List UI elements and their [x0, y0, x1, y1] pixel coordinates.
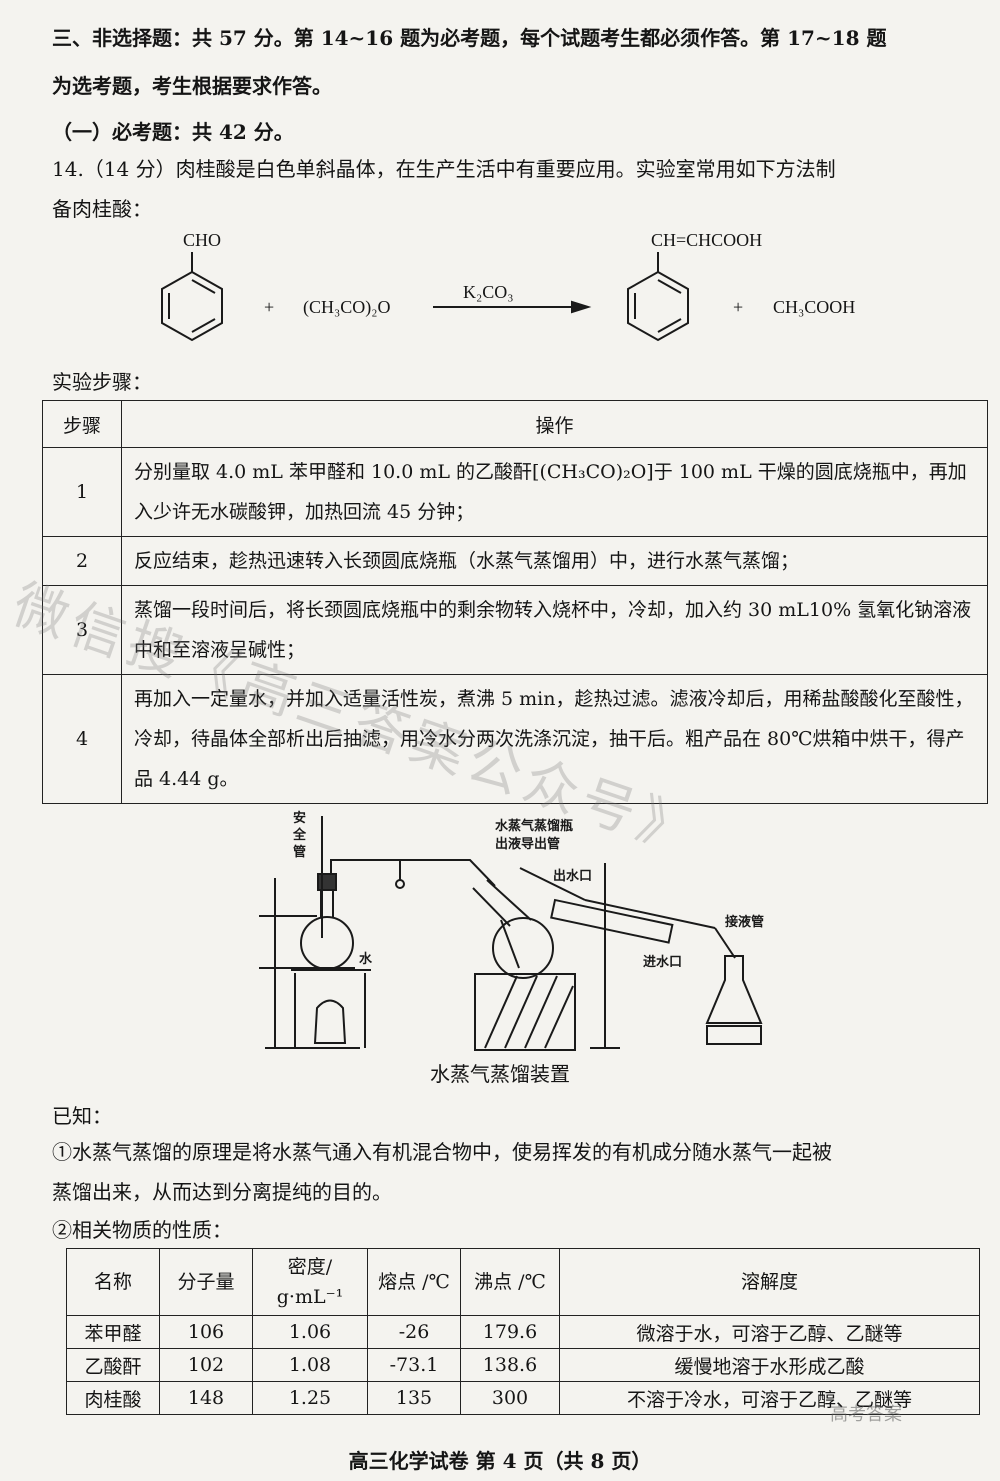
- plus-sign-1: +: [264, 297, 275, 317]
- cell: 不溶于冷水，可溶于乙醇、乙醚等: [559, 1381, 980, 1415]
- step-number: 3: [42, 585, 122, 675]
- cell: 300: [460, 1381, 560, 1415]
- table-header-row: 步骤 操作: [42, 400, 988, 448]
- catalyst-label: K₂CO₃: [463, 282, 514, 302]
- question-line2: 备肉桂酸：: [52, 197, 152, 221]
- step-operation: 反应结束，趁热迅速转入长颈圆底烧瓶（水蒸气蒸馏用）中，进行水蒸气蒸馏；: [121, 536, 988, 586]
- cell: 102: [159, 1348, 253, 1382]
- aldehyde-group-label: CHO: [183, 230, 222, 250]
- steps-label: 实验步骤：: [52, 370, 152, 394]
- benzene-ring-reactant: [161, 252, 223, 342]
- header-boiling-point: 沸点 /℃: [460, 1248, 560, 1316]
- steam-distillation-apparatus: 安 全 管 水 水蒸气蒸馏瓶 出液导出管 出水口 进水口 接液管: [255, 808, 785, 1060]
- apparatus-drawing: 安 全 管 水 水蒸气蒸馏瓶 出液导出管 出水口 进水口 接液管: [259, 810, 764, 1051]
- header-operation: 操作: [121, 400, 988, 448]
- step-operation: 分别量取 4.0 mL 苯甲醛和 10.0 mL 的乙酸酐[(CH₃CO)₂O]…: [121, 447, 988, 537]
- table-row: 3 蒸馏一段时间后，将长颈圆底烧瓶中的剩余物转入烧杯中，冷却，加入约 30 mL…: [42, 585, 988, 675]
- benzene-ring-product: [627, 252, 689, 342]
- reaction-equation: CHO + (CH₃CO)₂O K₂CO₃ CH=CHCOOH + CH₃COO…: [0, 225, 1000, 355]
- header-molar-mass: 分子量: [159, 1248, 253, 1316]
- corner-logo: 高考答案: [830, 1404, 902, 1425]
- cell: 1.25: [252, 1381, 368, 1415]
- properties-table: 名称 分子量 密度/ g·mL⁻¹ 熔点 /℃ 沸点 /℃ 溶解度 苯甲醛 10…: [66, 1248, 980, 1415]
- reaction-arrow: [433, 300, 592, 314]
- svg-text:管: 管: [293, 844, 306, 860]
- section-heading-line2: 为选考题，考生根据要求作答。: [52, 74, 332, 98]
- cell: 缓慢地溶于水形成乙酸: [559, 1348, 980, 1382]
- acetic-anhydride-label: (CH₃CO)₂O: [303, 297, 391, 317]
- label-safety-tube: 安: [293, 810, 306, 826]
- known-item1-line1: ①水蒸气蒸馏的原理是将水蒸气通入有机混合物中，使易挥发的有机成分随水蒸气一起被: [52, 1140, 832, 1164]
- section-subheading: （一）必考题：共 42 分。: [52, 120, 294, 144]
- cell: 乙酸酐: [66, 1348, 160, 1382]
- cell: 1.08: [252, 1348, 368, 1382]
- table-row: 乙酸酐 102 1.08 -73.1 138.6 缓慢地溶于水形成乙酸: [66, 1348, 980, 1382]
- label-water-out: 出水口: [553, 868, 592, 884]
- known-item1-line2: 蒸馏出来，从而达到分离提纯的目的。: [52, 1180, 392, 1204]
- header-density: 密度/ g·mL⁻¹: [252, 1248, 368, 1316]
- cell: 138.6: [460, 1348, 560, 1382]
- table-row: 肉桂酸 148 1.25 135 300 不溶于冷水，可溶于乙醇、乙醚等: [66, 1381, 980, 1415]
- known-item2: ②相关物质的性质：: [52, 1218, 232, 1242]
- cell: 106: [159, 1315, 253, 1349]
- step-number: 1: [42, 447, 122, 537]
- header-step: 步骤: [42, 400, 122, 448]
- step-operation: 再加入一定量水，并加入适量活性炭，煮沸 5 min，趁热过滤。滤液冷却后，用稀盐…: [121, 674, 988, 804]
- table-header-row: 名称 分子量 密度/ g·mL⁻¹ 熔点 /℃ 沸点 /℃ 溶解度: [66, 1248, 980, 1316]
- page-footer: 高三化学试卷 第 4 页（共 8 页）: [348, 1449, 652, 1473]
- label-outlet-tube: 水蒸气蒸馏瓶: [495, 818, 573, 834]
- plus-sign-2: +: [733, 297, 744, 317]
- apparatus-caption: 水蒸气蒸馏装置: [430, 1062, 570, 1086]
- product-group-label: CH=CHCOOH: [651, 230, 763, 250]
- table-row: 1 分别量取 4.0 mL 苯甲醛和 10.0 mL 的乙酸酐[(CH₃CO)₂…: [42, 447, 988, 537]
- cell: 苯甲醛: [66, 1315, 160, 1349]
- known-label: 已知：: [52, 1104, 112, 1128]
- table-row: 苯甲醛 106 1.06 -26 179.6 微溶于水，可溶于乙醇、乙醚等: [66, 1315, 980, 1349]
- table-row: 4 再加入一定量水，并加入适量活性炭，煮沸 5 min，趁热过滤。滤液冷却后，用…: [42, 674, 988, 804]
- label-water-in: 进水口: [643, 954, 682, 970]
- header-melting-point: 熔点 /℃: [367, 1248, 461, 1316]
- label-water: 水: [359, 951, 373, 967]
- cell: 179.6: [460, 1315, 560, 1349]
- section-heading-line1: 三、非选择题：共 57 分。第 14~16 题为必考题，每个试题考生都必须作答。…: [52, 26, 887, 50]
- steps-table: 步骤 操作 1 分别量取 4.0 mL 苯甲醛和 10.0 mL 的乙酸酐[(C…: [42, 400, 988, 804]
- question-line1: 14.（14 分）肉桂酸是白色单斜晶体，在生产生活中有重要应用。实验室常用如下方…: [52, 157, 836, 181]
- svg-text:出液导出管: 出液导出管: [495, 836, 560, 852]
- cell: -26: [367, 1315, 461, 1349]
- table-row: 2 反应结束，趁热迅速转入长颈圆底烧瓶（水蒸气蒸馏用）中，进行水蒸气蒸馏；: [42, 536, 988, 586]
- cell: 1.06: [252, 1315, 368, 1349]
- reaction-structures: [161, 252, 689, 342]
- step-number: 4: [42, 674, 122, 804]
- cell: 微溶于水，可溶于乙醇、乙醚等: [559, 1315, 980, 1349]
- header-solubility: 溶解度: [559, 1248, 980, 1316]
- step-operation: 蒸馏一段时间后，将长颈圆底烧瓶中的剩余物转入烧杯中，冷却，加入约 30 mL10…: [121, 585, 988, 675]
- acetic-acid-label: CH₃COOH: [773, 297, 856, 317]
- cell: 148: [159, 1381, 253, 1415]
- cell: -73.1: [367, 1348, 461, 1382]
- header-name: 名称: [66, 1248, 160, 1316]
- cell: 135: [367, 1381, 461, 1415]
- svg-text:全: 全: [292, 827, 307, 843]
- label-receiver: 接液管: [725, 914, 764, 930]
- cell: 肉桂酸: [66, 1381, 160, 1415]
